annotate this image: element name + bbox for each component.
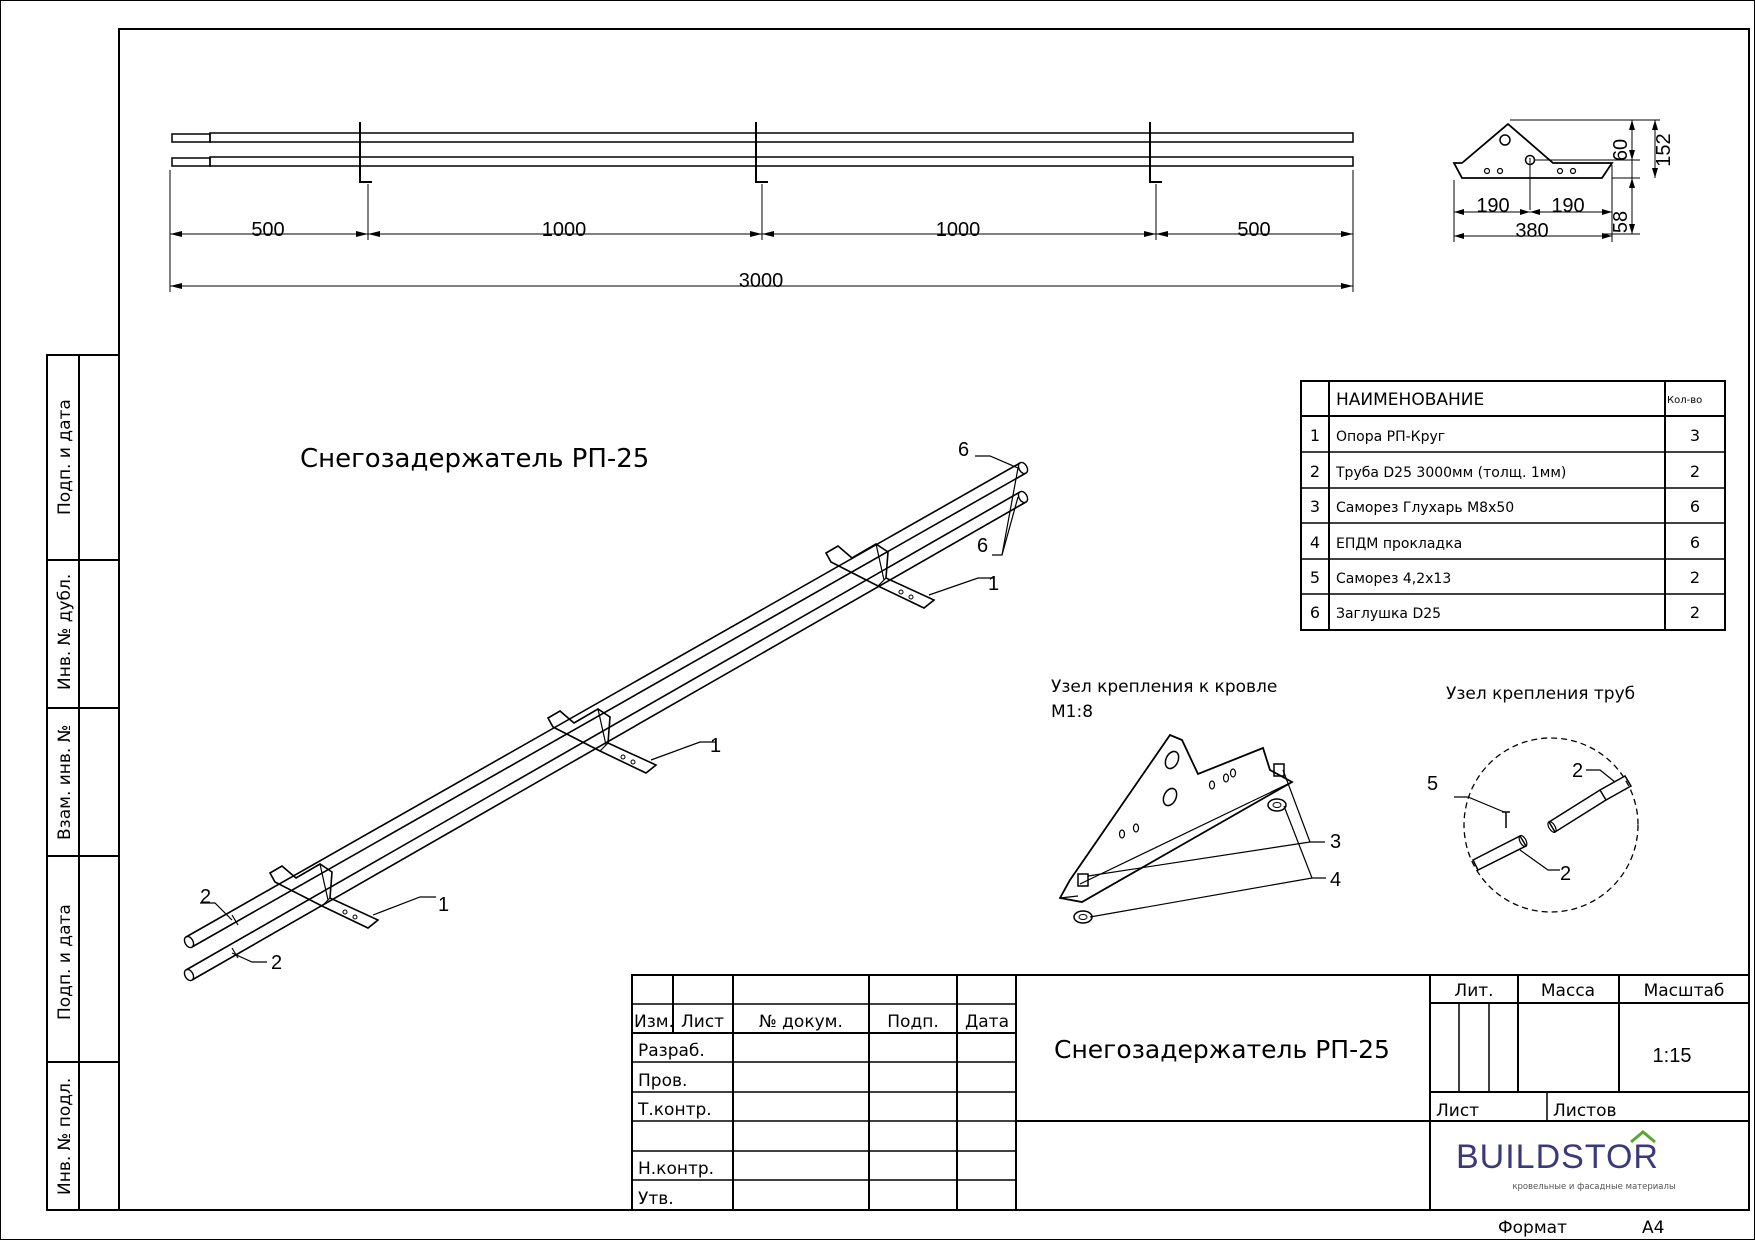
tb-col-header: Лист [681,1012,724,1032]
detail-roof: Узел крепления к кровле М1:8 3 4 [1051,677,1341,924]
bom-row-num: 1 [1310,426,1320,445]
bom-row-qty: 2 [1690,462,1700,481]
dim-label: 500 [251,219,284,241]
side-stamp-cell: Инв. № подл. [55,1078,75,1195]
bracket-view: 60 152 58 190 190 380 [1452,119,1675,242]
callout: 6 [958,439,969,461]
detail-callout: 2 [1560,863,1571,885]
dim-label: 58 [1610,211,1632,233]
title-block: Изм. Лист № докум. Подп. Дата Разраб. Пр… [631,974,1750,1238]
side-stamp-cell: Подп. и дата [55,399,75,515]
bom-row-num: 4 [1310,533,1320,552]
format-label: Формат [1498,1218,1567,1238]
roof-icon [1630,1130,1656,1144]
bom-row-name: Заглушка D25 [1336,606,1441,622]
pipe [209,156,1354,167]
bom-row-name: ЕПДМ прокладка [1336,536,1462,552]
callout: 2 [271,952,282,974]
tb-col-header: Подп. [887,1012,938,1032]
side-stamp-cell: Взам. инв. № [55,725,75,840]
iso-bracket [546,708,658,774]
bom-row-qty: 2 [1690,568,1700,587]
pipe-end [171,157,211,167]
side-stamp-cell: Инв. № дубл. [55,574,75,690]
tb-drawing-name: Снегозадержатель РП-25 [1054,1035,1390,1064]
dim-total: 3000 [739,270,784,292]
tb-mass: Масса [1541,981,1595,1001]
callout: 6 [977,535,988,557]
bom-row-qty: 3 [1690,426,1700,445]
callout: 2 [200,886,211,908]
side-stamp-cell: Подп. и дата [55,904,75,1020]
format-value: А4 [1642,1218,1664,1238]
tb-sheet: Лист [1436,1101,1479,1121]
bom-row-qty: 6 [1690,497,1700,516]
bom-row-num: 5 [1310,568,1320,587]
bracket [1149,122,1162,183]
callout: 1 [710,735,721,757]
bracket [755,122,768,183]
tb-lit: Лит. [1454,981,1493,1001]
bom-row-name: Саморез Глухарь М8х50 [1336,500,1514,516]
dim-label: 190 [1476,195,1509,217]
dim-label: 190 [1551,195,1584,217]
bom-table: НАИМЕНОВАНИЕ Кол-во 1 Опора РП-Круг 3 2 … [1300,380,1726,631]
dim-label: 500 [1237,219,1270,241]
bom-row-name: Саморез 4,2х13 [1336,571,1451,587]
tb-col-header: Дата [965,1012,1009,1032]
tb-scale: 1:15 [1653,1045,1692,1067]
bom-row-qty: 2 [1690,603,1700,622]
brand-name: BUILDSTOR [1456,1138,1659,1176]
pipe [209,132,1354,143]
detail-callout: 2 [1572,760,1583,782]
iso-bracket [824,543,936,609]
tb-row-label: Т.контр. [637,1100,712,1120]
tb-sheets: Листов [1553,1101,1617,1121]
dim-label: 152 [1653,133,1675,166]
dim-label: 1000 [542,219,587,241]
tb-row-label: Разраб. [638,1041,705,1061]
detail-callout: 3 [1330,831,1341,853]
bracket [359,122,372,183]
detail-callout: 4 [1330,869,1341,891]
bom-row-name: Опора РП-Круг [1336,429,1445,445]
drawing-title: Снегозадержатель РП-25 [300,444,649,474]
side-stamp: Подп. и дата Инв. № дубл. Взам. инв. № П… [46,354,120,1211]
tb-col-header: Изм. [634,1012,674,1032]
detail-pipe-title: Узел крепления труб [1446,684,1635,704]
dim-label: 1000 [936,219,981,241]
isometric-view: 1 1 1 2 2 6 6 [183,439,1029,982]
bom-row-qty: 6 [1690,533,1700,552]
bom-row-name: Труба D25 3000мм (толщ. 1мм) [1335,465,1566,481]
detail-pipe: Узел крепления труб 2 5 2 [1427,684,1639,913]
detail-callout: 5 [1427,773,1438,795]
tb-col-header: № докум. [759,1012,843,1032]
brand-logo: BUILDSTOR кровельные и фасадные материал… [1456,1130,1676,1192]
pipe-end [171,133,211,143]
bom-header-name: НАИМЕНОВАНИЕ [1336,390,1484,410]
detail-roof-title: Узел крепления к кровле [1051,677,1277,697]
dim-label: 60 [1610,139,1632,161]
callout: 1 [988,573,999,595]
tb-scale-label: Масштаб [1644,981,1725,1001]
tb-row-label: Утв. [638,1189,674,1209]
bom-row-num: 6 [1310,603,1320,622]
dim-label: 380 [1515,220,1548,242]
detail-roof-scale: М1:8 [1051,702,1093,722]
callout: 1 [438,894,449,916]
bom-header-qty: Кол-во [1667,395,1702,406]
tb-row-label: Н.контр. [638,1159,714,1179]
brand-tagline: кровельные и фасадные материалы [1512,1182,1675,1192]
tb-row-label: Пров. [638,1071,687,1091]
iso-bracket [268,863,380,929]
bom-row-num: 2 [1310,462,1320,481]
plan-view: 500 1000 1000 500 3000 [169,122,1354,292]
bom-row-num: 3 [1310,497,1320,516]
